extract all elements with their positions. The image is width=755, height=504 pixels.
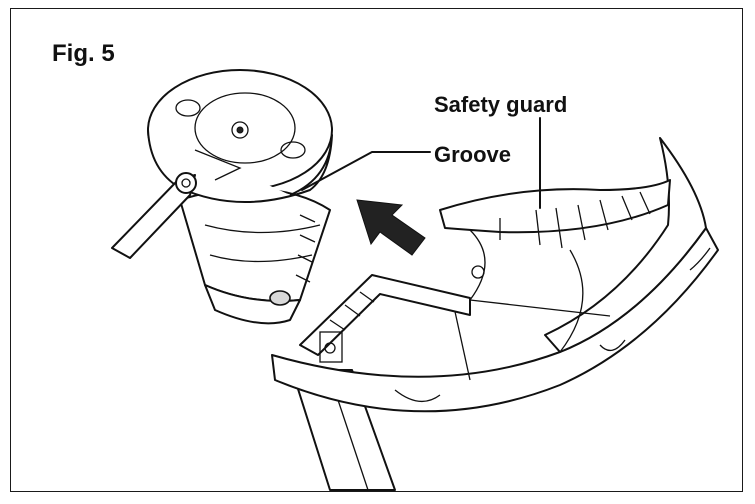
- motor-head-icon: [111, 69, 333, 325]
- groove-leader: [301, 151, 431, 191]
- safety-guard-icon: [271, 137, 719, 413]
- safety-guard-label: Safety guard: [434, 92, 568, 117]
- figure-title: Fig. 5: [52, 40, 115, 67]
- direction-arrow-icon: [356, 199, 426, 256]
- callout-leaders: [301, 117, 541, 209]
- groove-label: Groove: [434, 142, 512, 167]
